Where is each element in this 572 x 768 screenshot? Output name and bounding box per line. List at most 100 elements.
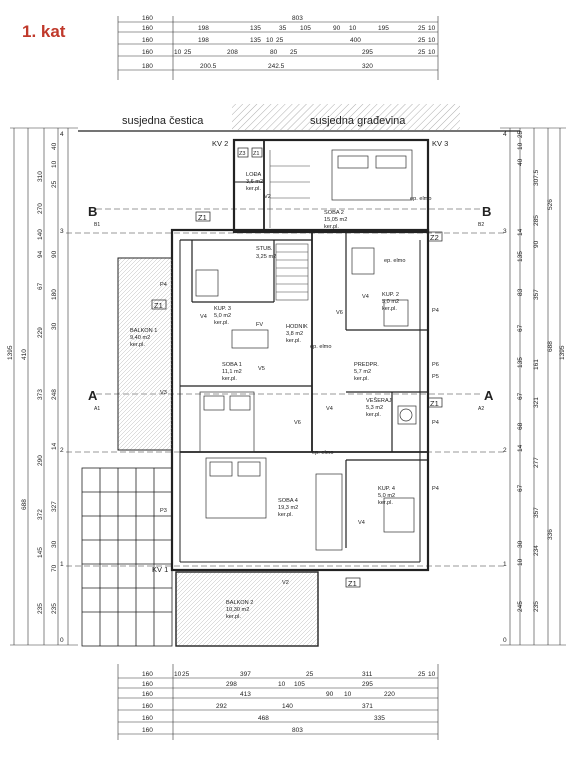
svg-text:310: 310 [37,171,44,182]
bed-soba-1 [199,391,255,453]
svg-text:P5: P5 [432,374,439,380]
bath-kup-2 [383,299,409,327]
svg-text:1: 1 [503,561,507,568]
svg-text:180: 180 [142,63,153,70]
svg-text:135: 135 [517,251,524,262]
svg-text:67: 67 [517,324,524,332]
svg-text:ker.pl.: ker.pl. [226,614,241,620]
svg-text:ker.pl.: ker.pl. [378,500,393,506]
svg-text:160: 160 [142,671,153,678]
svg-text:30: 30 [517,540,524,548]
shower-kup-3 [195,269,219,297]
left-mid-dim-1: 410 [21,349,28,360]
svg-text:ker.pl.: ker.pl. [246,186,261,192]
neighbor-building-label: susjedna građevina [310,115,406,127]
svg-text:SOBA 2: SOBA 2 [324,210,344,216]
svg-text:A2: A2 [478,406,484,412]
svg-text:5,3 m2: 5,3 m2 [366,405,383,411]
svg-text:A: A [88,388,98,403]
svg-text:160: 160 [142,25,153,32]
room-predpr: PREDPR. 5,7 m2 ker.pl. [354,362,379,382]
svg-text:4: 4 [60,131,64,138]
svg-text:145: 145 [37,547,44,558]
svg-text:KUP. 4: KUP. 4 [378,486,395,492]
pergola-grid [81,467,173,647]
room-soba-1: SOBA 1 11,1 m2 ker.pl. [222,362,242,382]
svg-text:A1: A1 [94,406,100,412]
svg-text:311: 311 [362,671,373,678]
svg-text:35: 35 [279,25,287,32]
room-loda: LOĐA 3,6 m2 ker.pl. [246,172,263,192]
svg-text:25: 25 [51,180,58,188]
svg-text:V6: V6 [294,420,301,426]
bottom-dim-row-4: 160 292 140 371 [142,703,373,710]
svg-text:160: 160 [142,715,153,722]
svg-text:ep. elmo: ep. elmo [310,344,331,350]
right-inner2-dims: 25 10 40 14 135 83 67 135 67 68 14 67 30… [517,130,524,612]
svg-text:25: 25 [418,671,426,678]
svg-text:135: 135 [250,25,261,32]
bed-soba-4 [205,457,267,519]
room-kup-3: KUP. 3 5,0 m2 ker.pl. [214,306,231,326]
room-balkon-1: BALKON 1 9,40 m2 ker.pl. [130,328,157,348]
svg-text:90: 90 [333,25,341,32]
left-dimensions [10,127,78,646]
balcony-2-floor [175,571,319,647]
svg-text:5,0 m2: 5,0 m2 [378,493,395,499]
svg-text:198: 198 [198,25,209,32]
svg-text:160: 160 [142,681,153,688]
svg-text:9,40 m2: 9,40 m2 [130,335,150,341]
level-markers-right: 4 3 2 1 0 [503,131,507,644]
svg-text:295: 295 [362,49,373,56]
svg-text:KUP. 3: KUP. 3 [214,306,231,312]
svg-text:2: 2 [60,447,64,454]
svg-text:30: 30 [51,540,58,548]
svg-text:10,30 m2: 10,30 m2 [226,607,249,613]
svg-text:25: 25 [306,671,314,678]
svg-text:ep. elmo: ep. elmo [384,258,405,264]
svg-text:P4: P4 [432,308,439,314]
svg-text:10: 10 [174,671,182,678]
svg-text:P3: P3 [160,508,167,514]
left-mid-dim-2: 688 [21,499,28,510]
svg-text:VEŠERAJ: VEŠERAJ [366,397,392,404]
svg-text:160: 160 [142,37,153,44]
svg-text:94: 94 [37,250,44,258]
top-dim-row-4: 160 10 25 208 80 25 295 25 10 [142,49,436,56]
svg-text:KV 1: KV 1 [152,565,168,574]
svg-text:242.5: 242.5 [268,63,285,70]
svg-text:Z1: Z1 [253,151,260,157]
svg-text:ker.pl.: ker.pl. [354,376,369,382]
svg-text:413: 413 [240,691,251,698]
svg-text:0: 0 [60,637,64,644]
svg-text:235: 235 [533,601,540,612]
svg-text:B: B [88,204,97,219]
svg-text:10: 10 [51,160,58,168]
element-tag-labels: Z1 Z1 Z1 Z2 Z1 Z3 Z1 KV 2 KV 3 KV 1 P3 P… [152,139,448,588]
svg-text:10: 10 [266,37,274,44]
svg-text:373: 373 [37,389,44,400]
element-tags [151,147,443,588]
svg-text:234: 234 [533,545,540,556]
svg-text:803: 803 [292,15,303,22]
svg-text:V4: V4 [326,406,333,412]
right-dimensions [500,127,566,646]
svg-text:5,0 m2: 5,0 m2 [214,313,231,319]
svg-text:270: 270 [37,203,44,214]
bottom-dim-row-2: 160 298 10 105 295 [142,681,373,688]
svg-text:14: 14 [517,228,524,236]
bottom-dimensions [117,664,439,740]
svg-text:397: 397 [240,671,251,678]
svg-text:68: 68 [517,422,524,430]
svg-text:3,25 m2: 3,25 m2 [256,254,276,260]
svg-text:V4: V4 [358,520,365,526]
svg-text:80: 80 [270,49,278,56]
svg-text:25: 25 [418,49,426,56]
svg-text:PREDPR.: PREDPR. [354,362,379,368]
right-mid-dims: 526 688 336 [547,199,554,540]
svg-text:180: 180 [51,289,58,300]
svg-text:ker.pl.: ker.pl. [130,342,145,348]
svg-text:10: 10 [349,25,357,32]
svg-text:3: 3 [60,228,64,235]
